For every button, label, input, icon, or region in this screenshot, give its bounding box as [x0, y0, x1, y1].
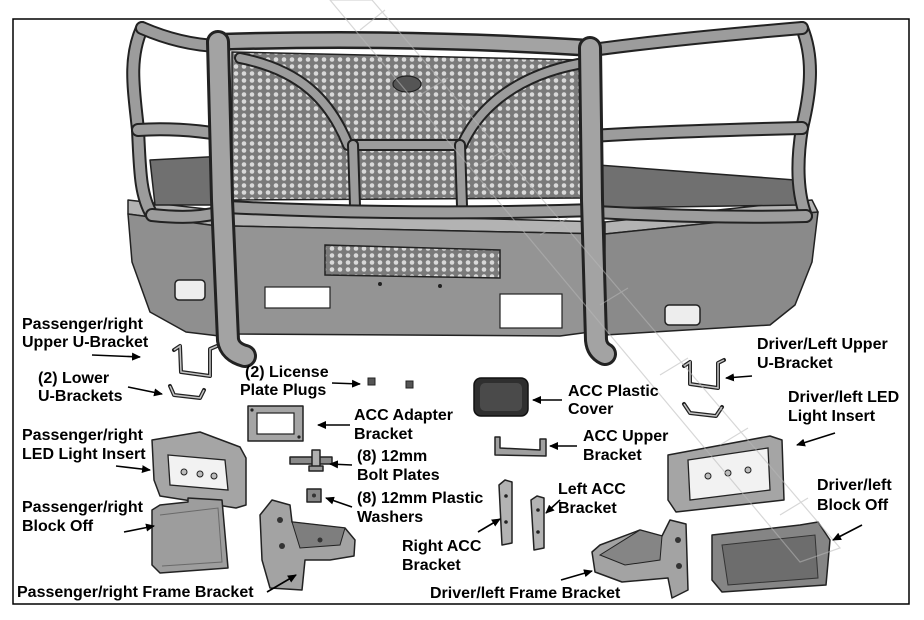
license-plate-plug — [367, 377, 376, 386]
arrow-driver-block-off — [832, 524, 863, 541]
lower-mesh-panel — [324, 244, 501, 279]
passenger-block-off — [151, 497, 229, 574]
label-acc-adapter-bracket: Bracket — [354, 426, 413, 443]
watermark-band — [329, 0, 842, 563]
grille-badge — [392, 75, 422, 93]
passenger-frame-bracket — [259, 499, 356, 591]
label-bolt-plates: (8) 12mm — [357, 448, 427, 465]
bumper-center-face — [231, 211, 606, 337]
label-driver-upper-u-bracket: Driver/Left Upper — [757, 336, 888, 353]
arrow-bolt-plates — [329, 460, 353, 469]
arrow-license-plate-plugs — [331, 379, 361, 388]
driver-lower-u-bracket — [682, 402, 724, 418]
label-passenger-upper-u-bracket: Upper U-Bracket — [22, 334, 149, 351]
arrow-plastic-washers — [325, 496, 353, 508]
label-left-acc-bracket: Left ACC — [558, 481, 626, 498]
arrow-driver-upper-u-bracket — [725, 373, 753, 382]
right-acc-bracket — [498, 479, 513, 546]
plastic-washer — [306, 488, 322, 503]
driver-frame-bracket — [591, 519, 689, 599]
license-plate-plug — [405, 380, 414, 389]
right-side-hoops — [585, 21, 817, 224]
label-driver-led-insert: Driver/left LED — [788, 389, 899, 406]
label-passenger-led-insert: Passenger/right — [22, 427, 144, 444]
passenger-upper-u-bracket — [172, 344, 219, 378]
label-acc-upper-bracket: Bracket — [583, 447, 642, 464]
label-acc-plastic-cover: Cover — [568, 401, 613, 418]
label-bolt-plates: Bolt Plates — [357, 467, 440, 484]
label-plastic-washers: Washers — [357, 509, 423, 526]
label-passenger-led-insert: LED Light Insert — [22, 446, 146, 463]
diagram-border — [12, 18, 910, 605]
label-driver-led-insert: Light Insert — [788, 408, 876, 425]
left-acc-bracket — [530, 495, 545, 551]
driver-upper-u-bracket — [682, 358, 726, 390]
bolt-plate — [289, 449, 333, 472]
arrow-passenger-frame-bracket — [266, 574, 297, 593]
arrow-passenger-led-insert — [115, 465, 151, 474]
label-acc-plastic-cover: ACC Plastic — [568, 383, 659, 400]
acc-adapter-bracket — [247, 405, 304, 442]
label-left-acc-bracket: Bracket — [558, 500, 617, 517]
label-passenger-upper-u-bracket: Passenger/right — [22, 316, 144, 333]
label-driver-upper-u-bracket: U-Bracket — [757, 355, 833, 372]
label-passenger-frame-bracket: Passenger/right Frame Bracket — [17, 584, 254, 601]
label-driver-block-off: Block Off — [817, 497, 889, 514]
grille-uprights — [206, 30, 617, 368]
label-driver-block-off: Driver/left — [817, 477, 892, 494]
grille-guard-bumper — [126, 21, 819, 368]
passenger-lower-u-bracket — [168, 384, 206, 400]
arrow-passenger-block-off — [123, 523, 155, 533]
acc-plastic-cover — [473, 377, 529, 417]
label-passenger-block-off: Block Off — [22, 518, 94, 535]
label-driver-frame-bracket: Driver/left Frame Bracket — [430, 585, 621, 602]
arrow-right-acc-bracket — [477, 518, 501, 533]
label-license-plate-plugs: Plate Plugs — [240, 382, 326, 399]
arrow-driver-frame-bracket — [560, 569, 593, 581]
arrow-driver-led-insert — [796, 432, 836, 447]
label-plastic-washers: (8) 12mm Plastic — [357, 490, 483, 507]
leader-arrows — [91, 352, 863, 593]
arrow-left-acc-bracket — [545, 499, 561, 514]
label-acc-upper-bracket: ACC Upper — [583, 428, 668, 445]
label-right-acc-bracket: Bracket — [402, 557, 461, 574]
label-passenger-block-off: Passenger/right — [22, 499, 144, 516]
arrow-lower-u-brackets — [127, 386, 163, 397]
passenger-led-light-insert — [151, 431, 247, 509]
acc-upper-bracket — [494, 436, 547, 457]
right-light-pocket — [664, 304, 701, 326]
label-lower-u-brackets: U-Brackets — [38, 388, 123, 405]
label-right-acc-bracket: Right ACC — [402, 538, 482, 555]
callout-labels: Passenger/right Upper U-Bracket (2) Lowe… — [17, 316, 899, 602]
grille-inner-tubes — [219, 52, 603, 220]
label-lower-u-brackets: (2) Lower — [38, 370, 109, 387]
left-light-pocket — [174, 279, 206, 301]
label-acc-adapter-bracket: ACC Adapter — [354, 407, 453, 424]
plate-slot-left — [264, 286, 331, 309]
label-license-plate-plugs: (2) License — [245, 364, 329, 381]
arrow-passenger-upper-u-bracket — [91, 352, 141, 361]
plate-slot-right — [499, 293, 563, 329]
driver-block-off — [711, 521, 831, 593]
